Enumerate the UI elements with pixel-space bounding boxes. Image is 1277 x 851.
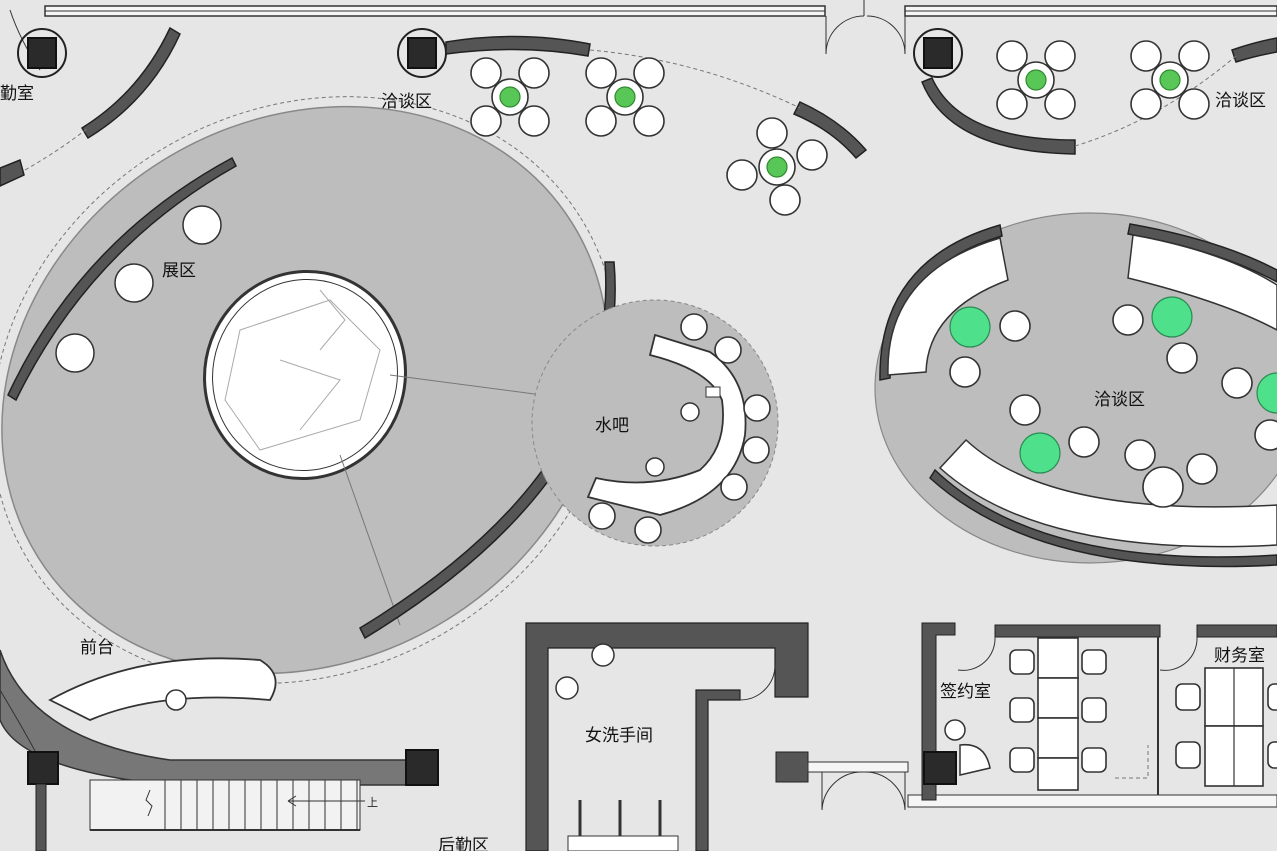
lounge-set-1: [470, 57, 550, 137]
restroom-fixture-2: [555, 676, 579, 700]
bottom-glass-door: [807, 761, 1277, 811]
pedestal-2: [114, 263, 154, 303]
bar-stools: [588, 313, 771, 544]
top-center-curved-wall-2: [792, 101, 868, 160]
top-left-curved-wall: [80, 26, 181, 140]
top-entrance-door: [825, 0, 906, 55]
label-signing-room: 签约室: [940, 682, 991, 702]
sofa-left-curve: [887, 237, 1009, 376]
lounge-set-5: [1130, 40, 1210, 120]
label-top-left-room: 勤室: [0, 84, 34, 104]
label-talk-area-top-right: 洽谈区: [1215, 91, 1266, 111]
top-right-curved-wall: [921, 77, 1076, 155]
staircase: [89, 779, 365, 831]
column-bottom-left: [27, 751, 59, 785]
top-center-dashed-path: [589, 49, 801, 109]
lounge-set-3: [726, 117, 828, 216]
talk-zone-right-wall-bottom: [929, 468, 1277, 568]
label-logistics-area: 后勤区: [438, 836, 489, 851]
finance-table: [1175, 667, 1277, 787]
sofa-bottom-curve: [938, 438, 1277, 548]
signing-room-walls: [921, 622, 1277, 801]
label-stair-up: 上: [367, 796, 378, 809]
label-womens-restroom: 女洗手间: [585, 726, 653, 746]
top-left-corridor: [24, 127, 89, 171]
womens-restroom-walls: [525, 622, 809, 851]
reception-staff: [165, 689, 187, 711]
top-center-curved-wall: [445, 35, 591, 57]
label-talk-area-right: 洽谈区: [1094, 390, 1145, 410]
restroom-fixture-1: [591, 643, 615, 667]
label-water-bar: 水吧: [595, 416, 629, 436]
label-reception: 前台: [80, 638, 114, 658]
talk-zone-right-furniture: [949, 296, 1277, 508]
column-bottom-center: [405, 749, 439, 786]
lounge-set-2: [585, 57, 665, 137]
reception-desk: [48, 657, 277, 721]
column-top-left: [17, 28, 67, 78]
top-left-wall-stub: [0, 158, 25, 187]
pedestal-3: [55, 333, 95, 373]
top-right-dashed-path: [1074, 55, 1237, 147]
label-talk-area-top-left: 洽谈区: [381, 92, 432, 112]
signing-table: [944, 637, 1107, 791]
lounge-set-4: [996, 40, 1076, 120]
label-exhibition-area: 展区: [162, 261, 196, 281]
label-finance-room: 财务室: [1214, 646, 1265, 666]
sofa-right-curve: [1127, 234, 1277, 331]
top-right-wall-stub: [1231, 37, 1277, 63]
exhibition-curved-wall-left: [7, 156, 237, 402]
exhibition-zone-dashed: [0, 96, 619, 684]
pedestal-1: [182, 205, 222, 245]
column-top-right: [913, 28, 963, 78]
bottom-left-wall-vertical: [35, 783, 47, 851]
bar-staff-figures: [645, 386, 721, 477]
top-window-band: [44, 5, 1277, 17]
